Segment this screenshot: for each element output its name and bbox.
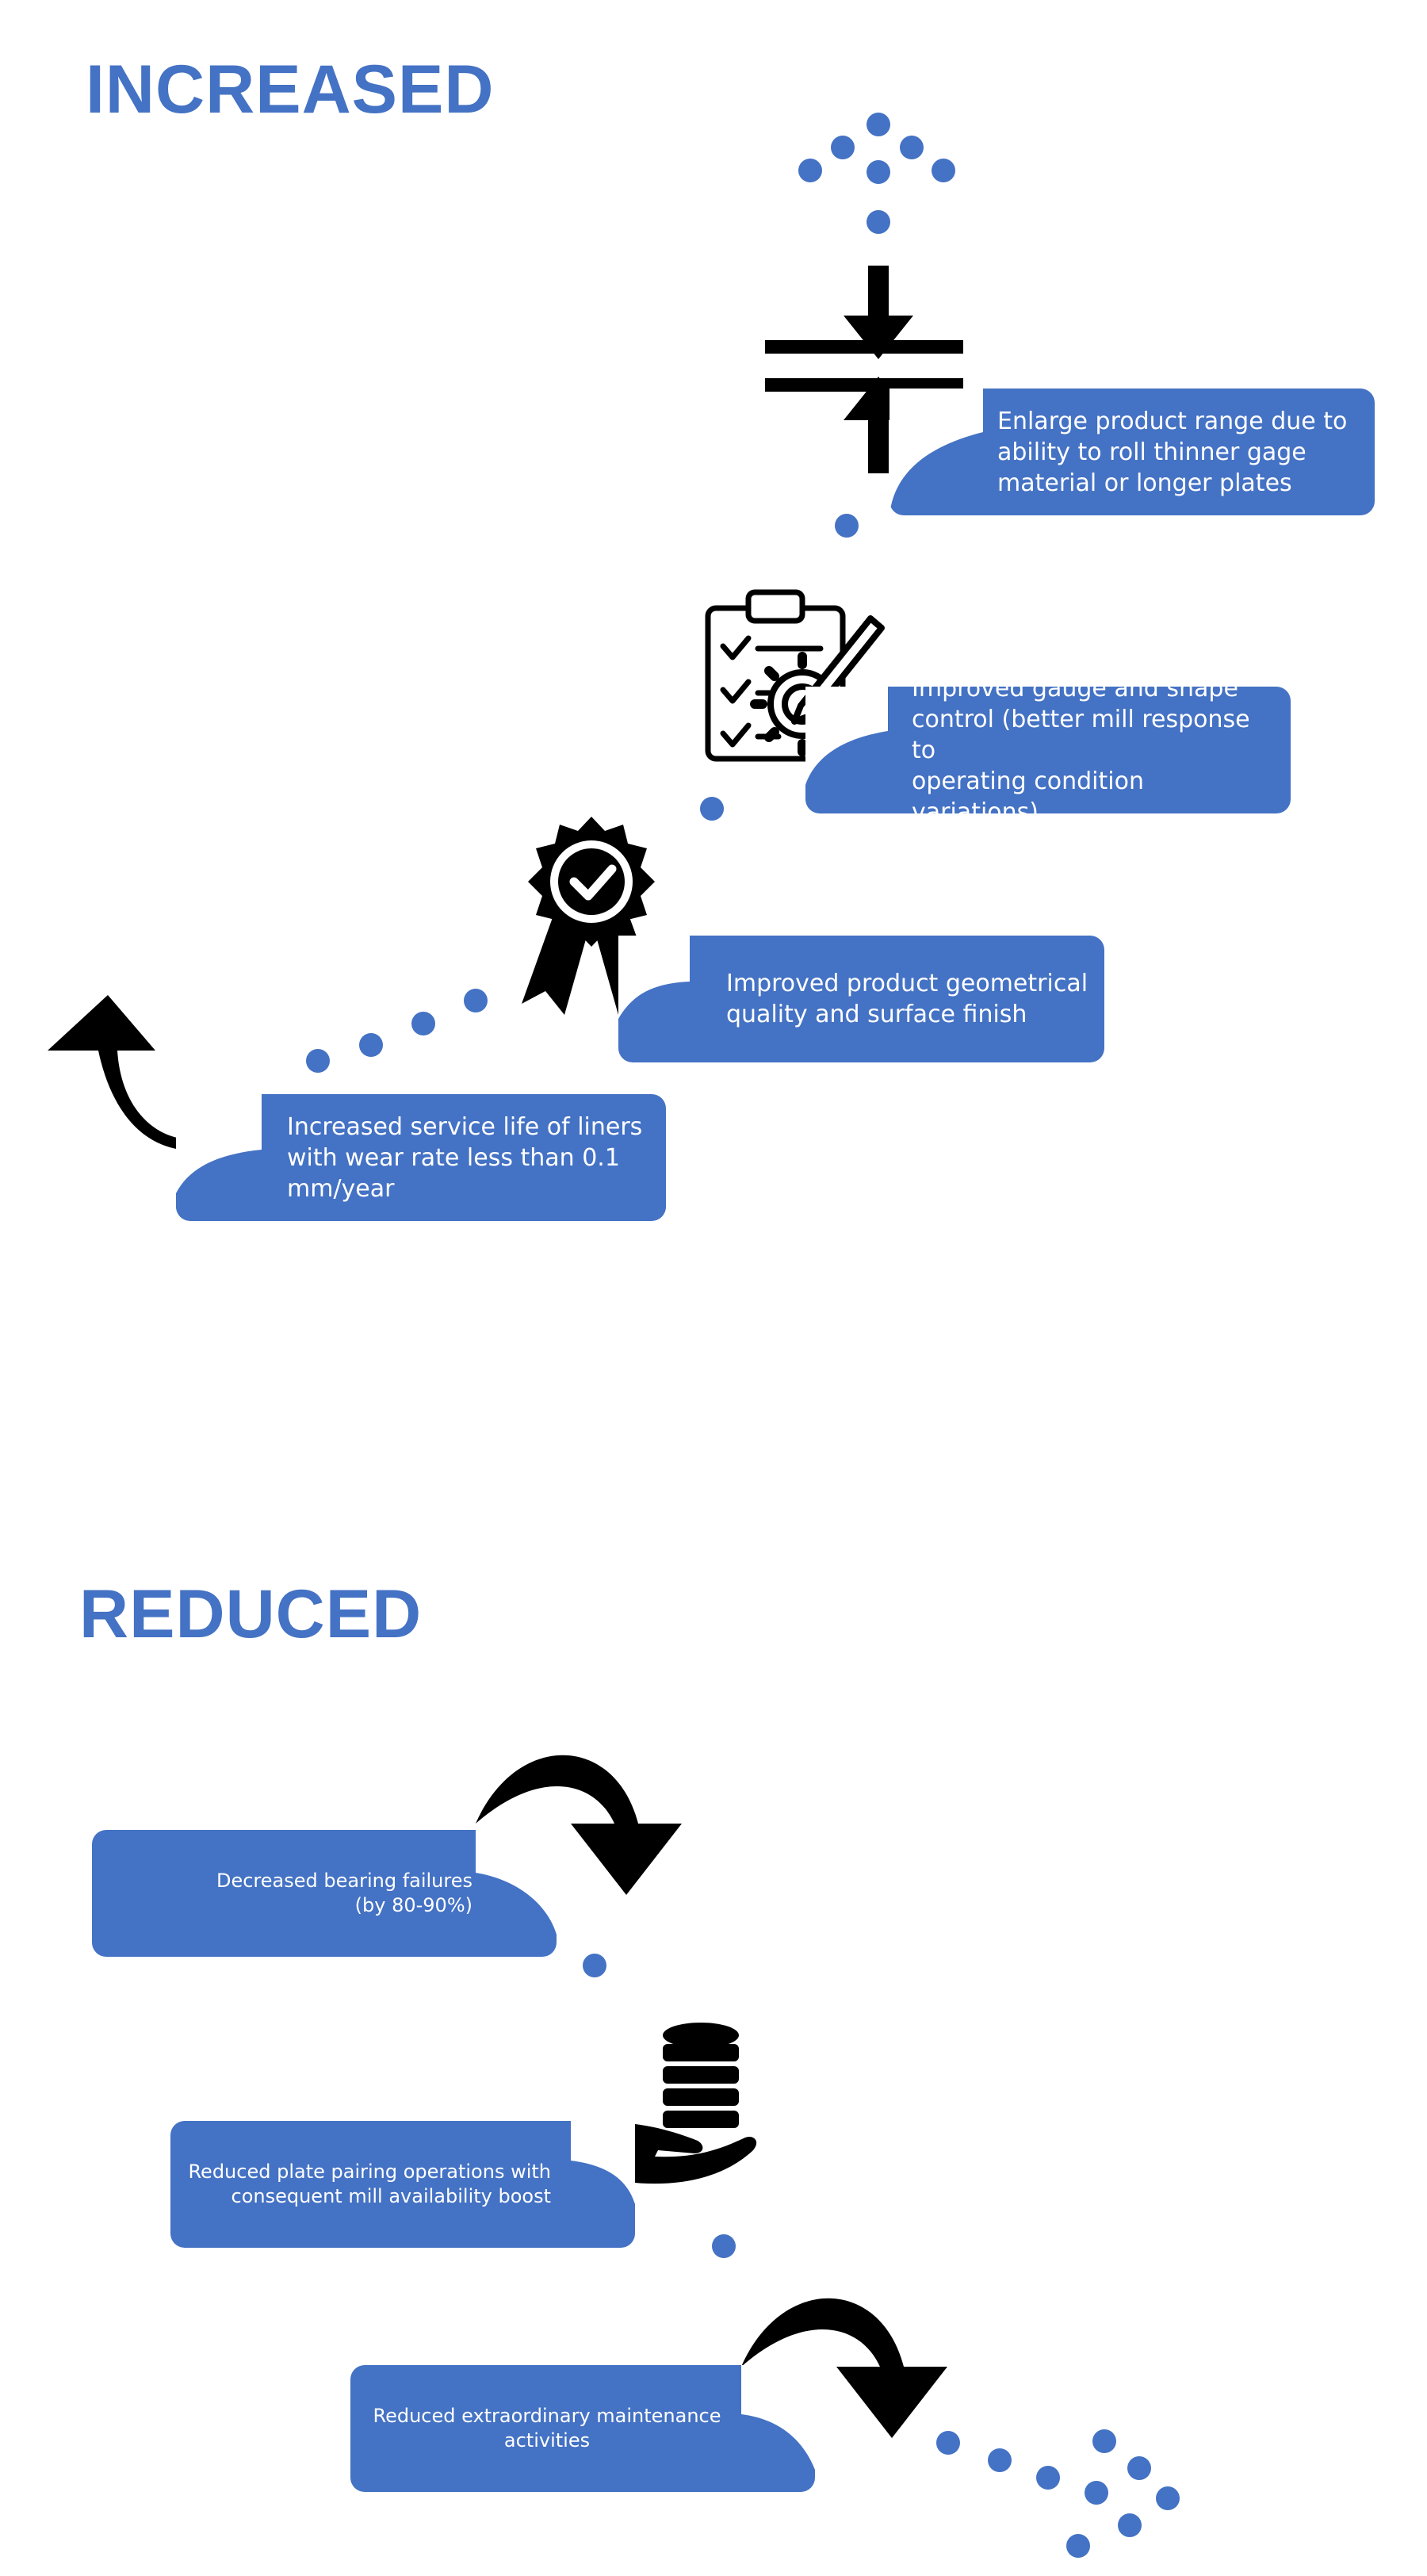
benefit-card-product-range: Enlarge product range due to ability to … [889, 389, 1375, 515]
path-dot [798, 159, 822, 182]
reduction-text: Decreased bearing failures (by 80-90%) [216, 1870, 472, 1916]
curved-arrow-up-icon [48, 995, 262, 1150]
benefit-card-surface-finish: Improved product geometrical quality and… [618, 936, 1104, 1062]
path-dot [835, 514, 859, 538]
path-dot [1118, 2513, 1142, 2537]
path-dot [1036, 2466, 1060, 2490]
reduction-text: Reduced plate pairing operations with co… [188, 2161, 551, 2207]
path-dot [359, 1033, 383, 1057]
path-dot [988, 2448, 1012, 2472]
section-title-increased: INCREASED [86, 52, 495, 128]
path-dot [1127, 2456, 1151, 2480]
path-dot [712, 2234, 736, 2258]
reduction-text: Reduced extraordinary maintenance activi… [373, 2405, 721, 2452]
reduction-card-maintenance: Reduced extraordinary maintenance activi… [350, 2365, 815, 2492]
benefit-card-liner-life: Increased service life of liners with we… [176, 1094, 666, 1221]
curved-arrow-down-icon [741, 2298, 947, 2438]
path-dot [464, 989, 488, 1012]
path-dot [583, 1954, 606, 1977]
reduction-card-plate-pairing: Reduced plate pairing operations with co… [170, 2121, 635, 2248]
path-dot [1092, 2429, 1116, 2453]
path-dot [932, 159, 955, 182]
curved-arrow-down-icon [476, 1755, 682, 1895]
benefit-text: Increased service life of liners with we… [287, 1112, 643, 1203]
path-dot [936, 2431, 960, 2455]
path-dot [867, 113, 890, 136]
path-dot [831, 136, 855, 159]
benefit-card-gauge-control: Improved gauge and shape control (better… [805, 675, 1291, 826]
section-title-reduced: REDUCED [79, 1576, 423, 1652]
benefit-text: Enlarge product range due to ability to … [997, 407, 1348, 497]
benefit-text: Improved gauge and shape control (better… [912, 674, 1250, 826]
reduction-card-bearing-failures: Decreased bearing failures (by 80-90%) [92, 1830, 557, 1957]
benefit-text: Improved product geometrical quality and… [726, 970, 1088, 1028]
dotted-path-reduced [583, 1954, 1180, 2558]
path-dot [900, 136, 924, 159]
compress-arrows-icon [765, 266, 963, 473]
path-dot [1085, 2481, 1108, 2505]
path-dot [306, 1049, 330, 1073]
path-dot [1066, 2534, 1090, 2558]
path-dot [1156, 2486, 1180, 2510]
path-dot [700, 797, 724, 821]
dotted-path-increased [306, 113, 955, 1073]
path-dot [411, 1012, 435, 1035]
path-dot [867, 160, 890, 184]
path-dot [867, 210, 890, 234]
